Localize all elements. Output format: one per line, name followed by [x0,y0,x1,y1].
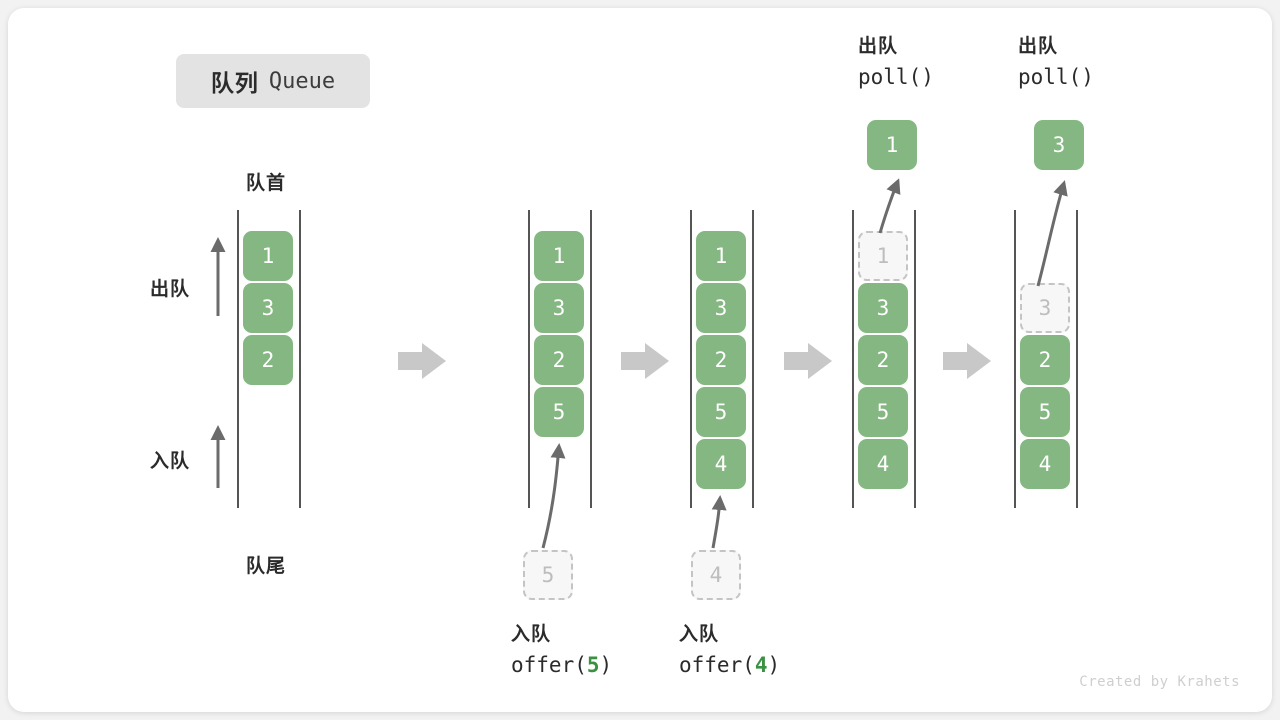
col2-item-1: 3 [534,283,584,333]
col1-rail-left [237,210,239,508]
col2-caption: 入队 offer(5) [511,620,612,682]
col2-enqueue-arrow [541,443,566,549]
col4-rail-left [852,210,854,508]
col5-rail-right [1076,210,1078,508]
col3-enqueue-arrow [711,495,727,549]
col1-item-1: 3 [243,283,293,333]
col5-popped-item: 3 [1034,120,1084,170]
label-queue-front: 队首 [246,173,287,194]
col2-fn-name: offer [511,653,575,678]
col2-rail-right [590,210,592,508]
col5-removed-ghost: 3 [1020,283,1070,333]
col3-rail-left [690,210,692,508]
col3-item-0: 1 [696,231,746,281]
col4-header-line2: poll() [858,65,934,90]
diagram-title-chip: 队列 Queue [176,54,370,108]
col3-fn-name: offer [679,653,743,678]
step-arrow-4 [943,343,991,379]
col4-item-2: 5 [858,387,908,437]
col1-item-2: 2 [243,335,293,385]
col5-header: 出队 poll() [1018,32,1094,94]
label-dequeue-direction: 出队 [150,279,191,300]
col4-removed-ghost: 1 [858,231,908,281]
step-arrow-3 [784,343,832,379]
col4-fn-name: poll [858,65,909,90]
label-enqueue-direction: 入队 [150,451,191,472]
col5-header-line2: poll() [1018,65,1094,90]
col5-item-0: 2 [1020,335,1070,385]
col4-rail-right [914,210,916,508]
diagram-card: 队列 Queue 队首 队尾 出队 入队 1 3 2 1 3 2 5 5 入队 … [8,8,1272,712]
col3-item-2: 2 [696,335,746,385]
col2-item-3: 5 [534,387,584,437]
col3-item-3: 5 [696,387,746,437]
col4-item-0: 3 [858,283,908,333]
col3-item-1: 3 [696,283,746,333]
col3-rail-right [752,210,754,508]
col4-header: 出队 poll() [858,32,934,94]
col4-popped-item: 1 [867,120,917,170]
col3-incoming-ghost: 4 [691,550,741,600]
col2-item-0: 1 [534,231,584,281]
title-chinese: 队列 [210,70,259,96]
col3-caption: 入队 offer(4) [679,620,780,682]
col5-header-line1: 出队 [1018,36,1059,57]
col5-item-2: 4 [1020,439,1070,489]
col3-fn-arg: 4 [754,653,768,678]
col5-rail-left [1014,210,1016,508]
col5-dequeue-arrow [1036,180,1068,287]
step-arrow-1 [398,343,446,379]
col3-caption-line2: offer(4) [679,653,781,678]
title-english: Queue [268,68,336,94]
col1-item-0: 1 [243,231,293,281]
arrows-overlay [210,178,1068,549]
col3-item-4: 4 [696,439,746,489]
col4-item-1: 2 [858,335,908,385]
col2-item-2: 2 [534,335,584,385]
step-arrow-2 [621,343,669,379]
col5-item-1: 5 [1020,387,1070,437]
col4-item-3: 4 [858,439,908,489]
col2-caption-line1: 入队 [511,624,552,645]
col5-fn-name: poll [1018,65,1069,90]
col4-dequeue-arrow [878,178,901,234]
col2-fn-arg: 5 [586,653,600,678]
col1-rail-right [299,210,301,508]
col4-header-line1: 出队 [858,36,899,57]
credit-text: Created by Krahets [1079,674,1240,690]
label-queue-rear: 队尾 [246,556,287,577]
col3-caption-line1: 入队 [679,624,720,645]
col2-rail-left [528,210,530,508]
col2-caption-line2: offer(5) [511,653,613,678]
col2-incoming-ghost: 5 [523,550,573,600]
